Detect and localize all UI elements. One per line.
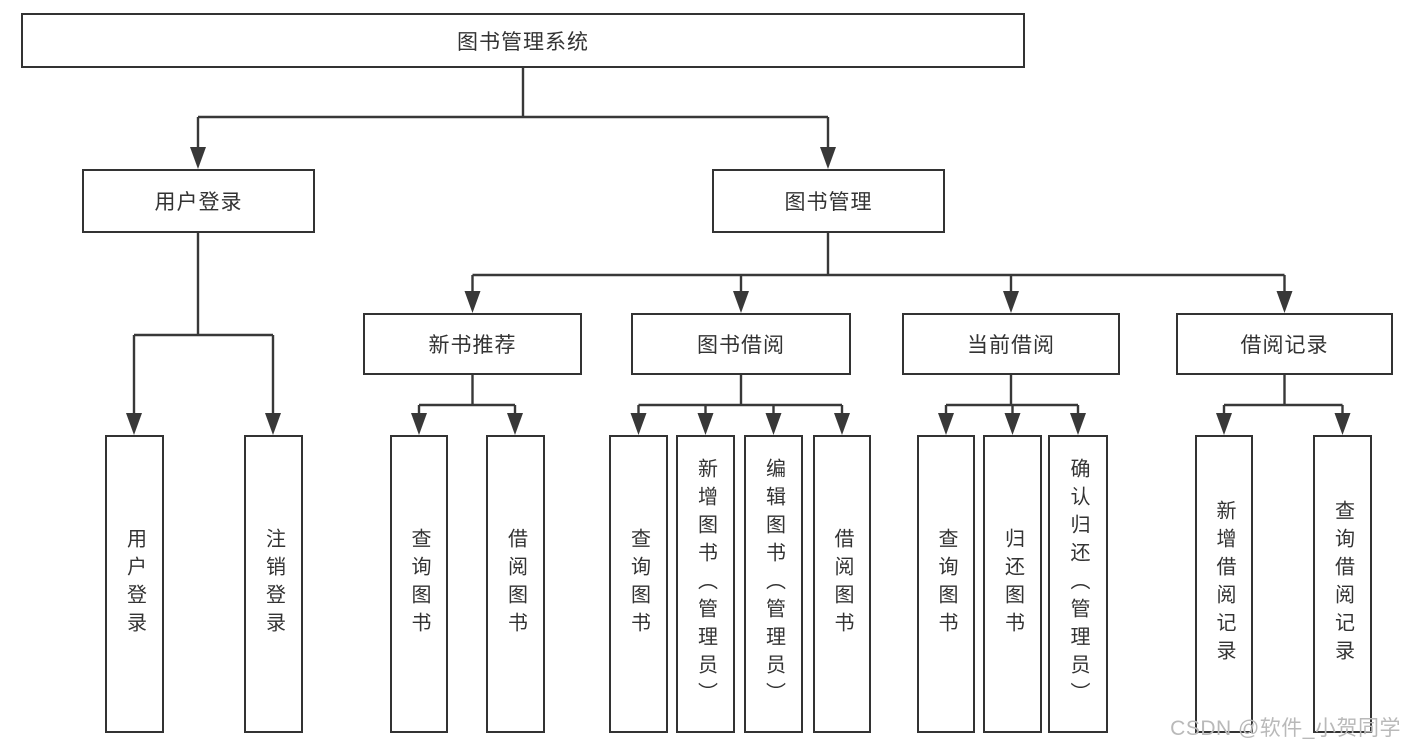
leaf-bb-add-books-admin: 新增图书（管理员） — [676, 435, 735, 733]
leaf-nbr-borrow-books-label: 借阅图书 — [504, 528, 527, 640]
node-current-borrow: 当前借阅 — [902, 313, 1120, 375]
leaf-bb-query-books-label: 查询图书 — [627, 528, 650, 640]
leaf-cb-return-books: 归还图书 — [983, 435, 1042, 733]
leaf-logout-login-label: 注销登录 — [262, 528, 285, 640]
node-book-borrow: 图书借阅 — [631, 313, 851, 375]
node-root-label: 图书管理系统 — [457, 30, 589, 54]
leaf-bb-add-books-admin-label: 新增图书（管理员） — [694, 458, 717, 710]
leaf-nbr-query-books-label: 查询图书 — [408, 528, 430, 640]
node-borrow-records: 借阅记录 — [1176, 313, 1393, 375]
node-new-book-recommend-label: 新书推荐 — [428, 334, 517, 357]
leaf-cb-confirm-return-admin-label: 确认归还（管理员） — [1067, 458, 1089, 710]
leaf-br-query-borrow-record-label: 查询借阅记录 — [1331, 500, 1354, 668]
leaf-cb-confirm-return-admin: 确认归还（管理员） — [1048, 435, 1108, 733]
leaf-user-login: 用户登录 — [105, 435, 164, 733]
leaf-br-add-borrow-record: 新增借阅记录 — [1195, 435, 1253, 733]
node-new-book-recommend: 新书推荐 — [363, 313, 582, 375]
node-book-management-label: 图书管理 — [784, 191, 873, 214]
node-book-borrow-label: 图书借阅 — [697, 334, 785, 357]
node-book-management: 图书管理 — [712, 169, 945, 233]
leaf-nbr-query-books: 查询图书 — [390, 435, 448, 733]
node-root: 图书管理系统 — [21, 13, 1025, 68]
node-borrow-records-label: 借阅记录 — [1240, 334, 1329, 357]
leaf-bb-query-books: 查询图书 — [609, 435, 668, 733]
node-user-login-label: 用户登录 — [154, 191, 243, 214]
leaf-cb-return-books-label: 归还图书 — [1001, 528, 1024, 640]
csdn-watermark: CSDN @软件_小贺同学 — [1170, 717, 1401, 740]
node-current-borrow-label: 当前借阅 — [967, 334, 1055, 357]
leaf-bb-edit-books-admin-label: 编辑图书（管理员） — [762, 458, 785, 710]
leaf-bb-edit-books-admin: 编辑图书（管理员） — [744, 435, 803, 733]
leaf-bb-borrow-books-label: 借阅图书 — [831, 528, 853, 640]
leaf-logout-login: 注销登录 — [244, 435, 303, 733]
leaf-br-query-borrow-record: 查询借阅记录 — [1313, 435, 1372, 733]
leaf-cb-query-books-label: 查询图书 — [935, 528, 957, 640]
leaf-bb-borrow-books: 借阅图书 — [813, 435, 871, 733]
arrowheads — [126, 147, 1351, 435]
leaf-br-add-borrow-record-label: 新增借阅记录 — [1213, 500, 1235, 668]
leaf-user-login-label: 用户登录 — [123, 528, 146, 640]
connector-path — [132, 68, 1344, 415]
leaf-nbr-borrow-books: 借阅图书 — [486, 435, 545, 733]
node-user-login: 用户登录 — [82, 169, 315, 233]
leaf-cb-query-books: 查询图书 — [917, 435, 975, 733]
